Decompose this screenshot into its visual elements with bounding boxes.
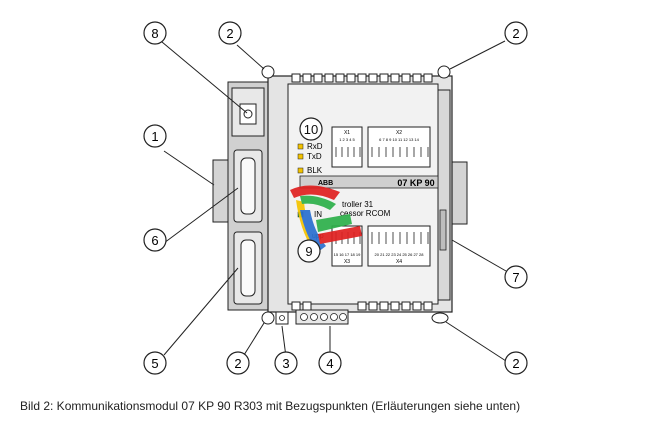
led-rxd-label: RxD <box>307 142 323 151</box>
led-blk-label: BLK <box>307 166 323 175</box>
terminal-x3-label: X3 <box>344 259 350 265</box>
mounting-hole-bottom-left <box>261 311 275 325</box>
supply-terminal-screws <box>300 313 347 321</box>
terminal-x2-pins: 6 7 8 9 10 11 12 13 14 <box>379 137 420 142</box>
callout-2a-label: 2 <box>226 26 233 41</box>
address-switch-9 <box>297 239 321 263</box>
callout-3-label: 3 <box>282 356 289 371</box>
callout-7: 7 <box>504 265 528 289</box>
subd-connector-top-face <box>240 157 256 215</box>
desc-line2: cessor RCOM <box>340 209 391 218</box>
mounting-hole-top-left <box>261 65 275 79</box>
ground-terminal <box>275 311 289 325</box>
led-in-label: IN <box>314 210 322 219</box>
brand-label: ABB <box>318 180 333 187</box>
callout-2d-label: 2 <box>512 356 519 371</box>
callout-4-label: 4 <box>326 356 333 371</box>
callout-3: 3 <box>274 351 298 375</box>
callout-2-top-right: 2 <box>504 21 528 45</box>
mounting-hole-top-right <box>437 65 451 79</box>
callout-2-bottom-left: 2 <box>226 351 250 375</box>
callout-7-label: 7 <box>512 270 519 285</box>
callout-2b-label: 2 <box>512 26 519 41</box>
callout-1-label: 1 <box>151 129 158 144</box>
mounting-hole-bottom-right <box>431 312 449 324</box>
callout-2-top-left: 2 <box>218 21 242 45</box>
bottom-ventilation-ribs <box>291 301 433 311</box>
callout-6-label: 6 <box>151 233 158 248</box>
led-txd <box>297 153 304 160</box>
callout-8-label: 8 <box>151 26 158 41</box>
leader-lines <box>161 40 507 362</box>
terminal-x1-label: X1 <box>344 130 350 136</box>
address-switch-10 <box>299 117 323 141</box>
rotary-switch-knob <box>243 109 253 119</box>
circle-9-label: 9 <box>305 244 312 259</box>
terminal-block-x2: X2 6 7 8 9 10 11 12 13 14 <box>367 126 431 168</box>
callout-2c-label: 2 <box>234 356 241 371</box>
model-label: 07 KP 90 <box>397 178 434 188</box>
callout-4: 4 <box>318 351 342 375</box>
terminal-x4-pins: 20 21 22 23 24 25 26 27 28 <box>375 252 425 257</box>
terminal-block-x1: X1 1 2 3 4 5 <box>331 126 363 168</box>
colorful-logo <box>290 185 362 252</box>
rotary-switch <box>239 103 257 125</box>
terminal-x3-pins: 15 16 17 18 19 <box>334 252 361 257</box>
callout-8: 8 <box>143 21 167 45</box>
top-ventilation-ribs <box>291 73 433 83</box>
label-strip <box>299 175 439 189</box>
led-blk <box>297 167 304 174</box>
callout-6: 6 <box>143 228 167 252</box>
side-strip <box>437 89 451 301</box>
callout-5-label: 5 <box>151 356 158 371</box>
terminal-x1-pins: 1 2 3 4 5 <box>339 137 355 142</box>
subd-connector-bottom-face <box>240 239 256 297</box>
terminal-block-x4: 20 21 22 23 24 25 26 27 28 X4 <box>367 225 431 267</box>
terminal-x2-label: X2 <box>396 130 402 136</box>
terminal-x4-label: X4 <box>396 259 402 265</box>
circle-10-label: 10 <box>304 122 318 137</box>
ground-screw <box>279 315 285 321</box>
led-rxd <box>297 143 304 150</box>
desc-line1: troller 31 <box>342 200 374 209</box>
callout-2-bottom-right: 2 <box>504 351 528 375</box>
callout-1: 1 <box>143 124 167 148</box>
side-latch <box>439 209 447 251</box>
callout-5: 5 <box>143 351 167 375</box>
figure-caption: Bild 2: Kommunikationsmodul 07 KP 90 R30… <box>20 399 521 413</box>
led-txd-label: TxD <box>307 152 322 161</box>
